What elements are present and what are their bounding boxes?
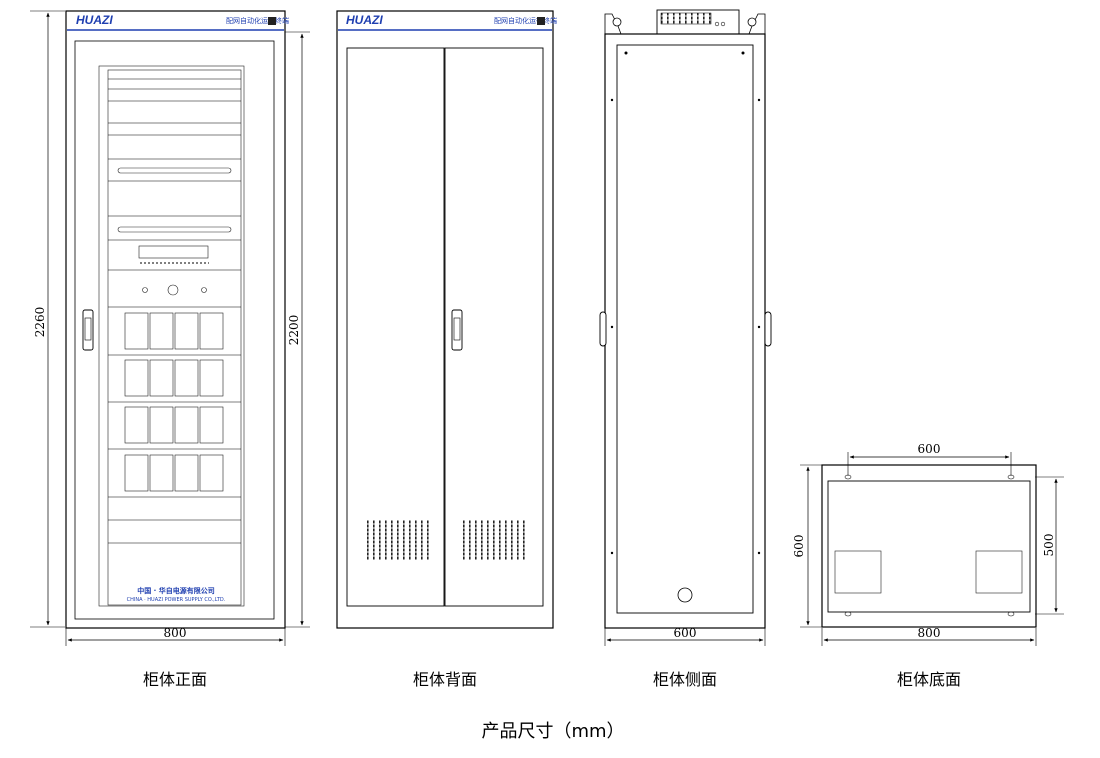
bottom-view: 600 600 500 800 柜体底面: [792, 442, 1064, 689]
bottom-right-cable-plate: [975, 550, 1023, 594]
front-display-screen: [138, 245, 209, 259]
back-brand-logo: HUAZI: [346, 13, 383, 27]
side-left-handle-icon: [599, 311, 607, 347]
front-module-rows: [124, 312, 224, 492]
side-right-handle-icon: [764, 311, 772, 347]
front-brand-logo: HUAZI: [76, 13, 113, 27]
front-footer-company-en: CHINA · HUAZI POWER SUPPLY CO.,LTD.: [127, 597, 226, 603]
side-top-vent: [660, 12, 712, 25]
module-row-2: [124, 359, 224, 397]
dim-label-2260: 2260: [33, 307, 47, 338]
dim-label-bottom-depth-600: 600: [792, 535, 806, 558]
back-right-vent: [461, 520, 527, 560]
back-door-handle-icon: [451, 309, 463, 351]
front-header-band: [67, 12, 284, 32]
left-lifting-eye-icon: [612, 17, 622, 27]
back-brand-tag: 配网自动化运行终端: [494, 16, 557, 25]
drawing-caption: 产品尺寸（mm）: [481, 721, 624, 742]
label-bottom-view: 柜体底面: [897, 670, 961, 689]
label-side-view: 柜体侧面: [653, 670, 717, 689]
front-qr-icon: [268, 17, 276, 25]
bottom-left-cable-plate: [834, 550, 882, 594]
front-door-handle-icon: [82, 309, 94, 351]
front-control-knob: [167, 284, 179, 296]
dim-front-total-height: 2260: [30, 10, 65, 628]
dim-body-height: 2200: [285, 31, 310, 628]
label-front-view: 柜体正面: [143, 670, 207, 689]
dim-label-side-600: 600: [674, 626, 697, 640]
back-right-door: [444, 47, 544, 607]
right-lifting-eye-icon: [747, 17, 757, 27]
front-view: 2260 2200 800 HUAZI 配网自动化运行终端: [30, 10, 310, 689]
module-row-4: [124, 454, 224, 492]
dim-label-bottom-600: 600: [918, 442, 941, 456]
side-cable-entry-hole: [677, 587, 693, 603]
front-footer-company: 中国 · 华自电源有限公司: [137, 586, 215, 595]
module-row-1: [124, 312, 224, 350]
front-brand-tag: 配网自动化运行终端: [226, 16, 289, 25]
back-left-vent: [363, 520, 429, 560]
back-view: HUAZI 配网自动化运行终端 柜体背面: [336, 10, 557, 689]
module-row-3: [124, 406, 224, 444]
back-left-door: [346, 47, 445, 607]
back-qr-icon: [537, 17, 545, 25]
side-view: 600 柜体侧面: [599, 9, 772, 689]
dim-label-800: 800: [164, 626, 187, 640]
dim-label-2200: 2200: [287, 315, 301, 346]
dim-label-bottom-500: 500: [1042, 534, 1056, 557]
dim-label-bottom-800: 800: [918, 626, 941, 640]
dim-front-width: 800: [65, 626, 286, 646]
front-rack-dividers: [108, 78, 241, 544]
label-back-view: 柜体背面: [413, 670, 477, 689]
